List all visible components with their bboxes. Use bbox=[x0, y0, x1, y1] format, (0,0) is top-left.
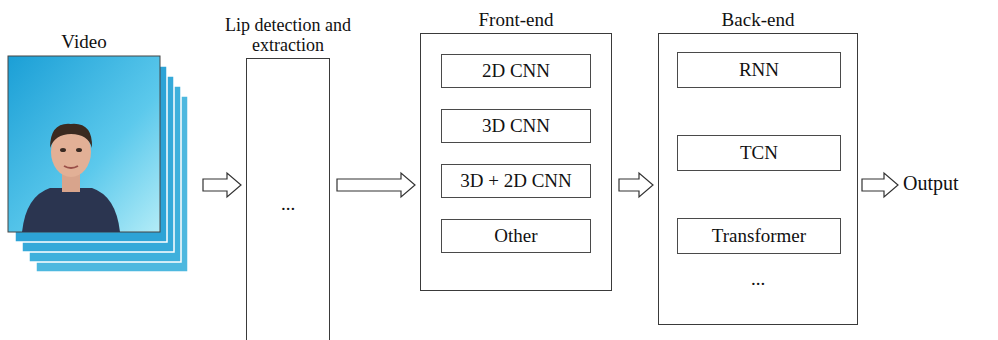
node-heading: Back-end bbox=[722, 9, 795, 34]
node-heading: Front-end bbox=[479, 9, 554, 34]
lip-column: Lip detection and extraction... bbox=[246, 58, 330, 340]
process-box: Transformer bbox=[677, 218, 841, 254]
flow-arrow bbox=[337, 173, 415, 197]
node-heading: Video bbox=[61, 31, 106, 56]
front-end-box: Front-end2D CNN3D CNN3D + 2D CNNOther bbox=[420, 33, 612, 291]
process-box: Other bbox=[441, 219, 591, 253]
box-label: 2D CNN bbox=[482, 60, 550, 82]
box-label: TCN bbox=[740, 142, 778, 164]
box-label: RNN bbox=[739, 59, 779, 81]
output-arrow bbox=[862, 173, 898, 197]
flow-arrow bbox=[203, 173, 241, 197]
ellipsis-text: ... bbox=[659, 268, 857, 290]
process-box: TCN bbox=[677, 135, 841, 171]
box-label: 3D + 2D CNN bbox=[460, 170, 572, 192]
node-heading: Lip detection and extraction bbox=[203, 15, 373, 59]
box-label: 3D CNN bbox=[482, 115, 550, 137]
process-box: 3D + 2D CNN bbox=[441, 164, 591, 198]
output-label: Output bbox=[903, 172, 959, 195]
flow-arrow bbox=[619, 173, 653, 197]
video-frame-stack bbox=[8, 56, 188, 272]
box-label: Transformer bbox=[712, 225, 806, 247]
back-end-box: Back-end...RNNTCNTransformer bbox=[658, 33, 858, 325]
video-stack: Video bbox=[6, 56, 196, 274]
process-box: 3D CNN bbox=[441, 109, 591, 143]
box-label: Other bbox=[494, 225, 537, 247]
process-box: 2D CNN bbox=[441, 54, 591, 88]
process-box: RNN bbox=[677, 52, 841, 88]
ellipsis-text: ... bbox=[247, 193, 329, 215]
